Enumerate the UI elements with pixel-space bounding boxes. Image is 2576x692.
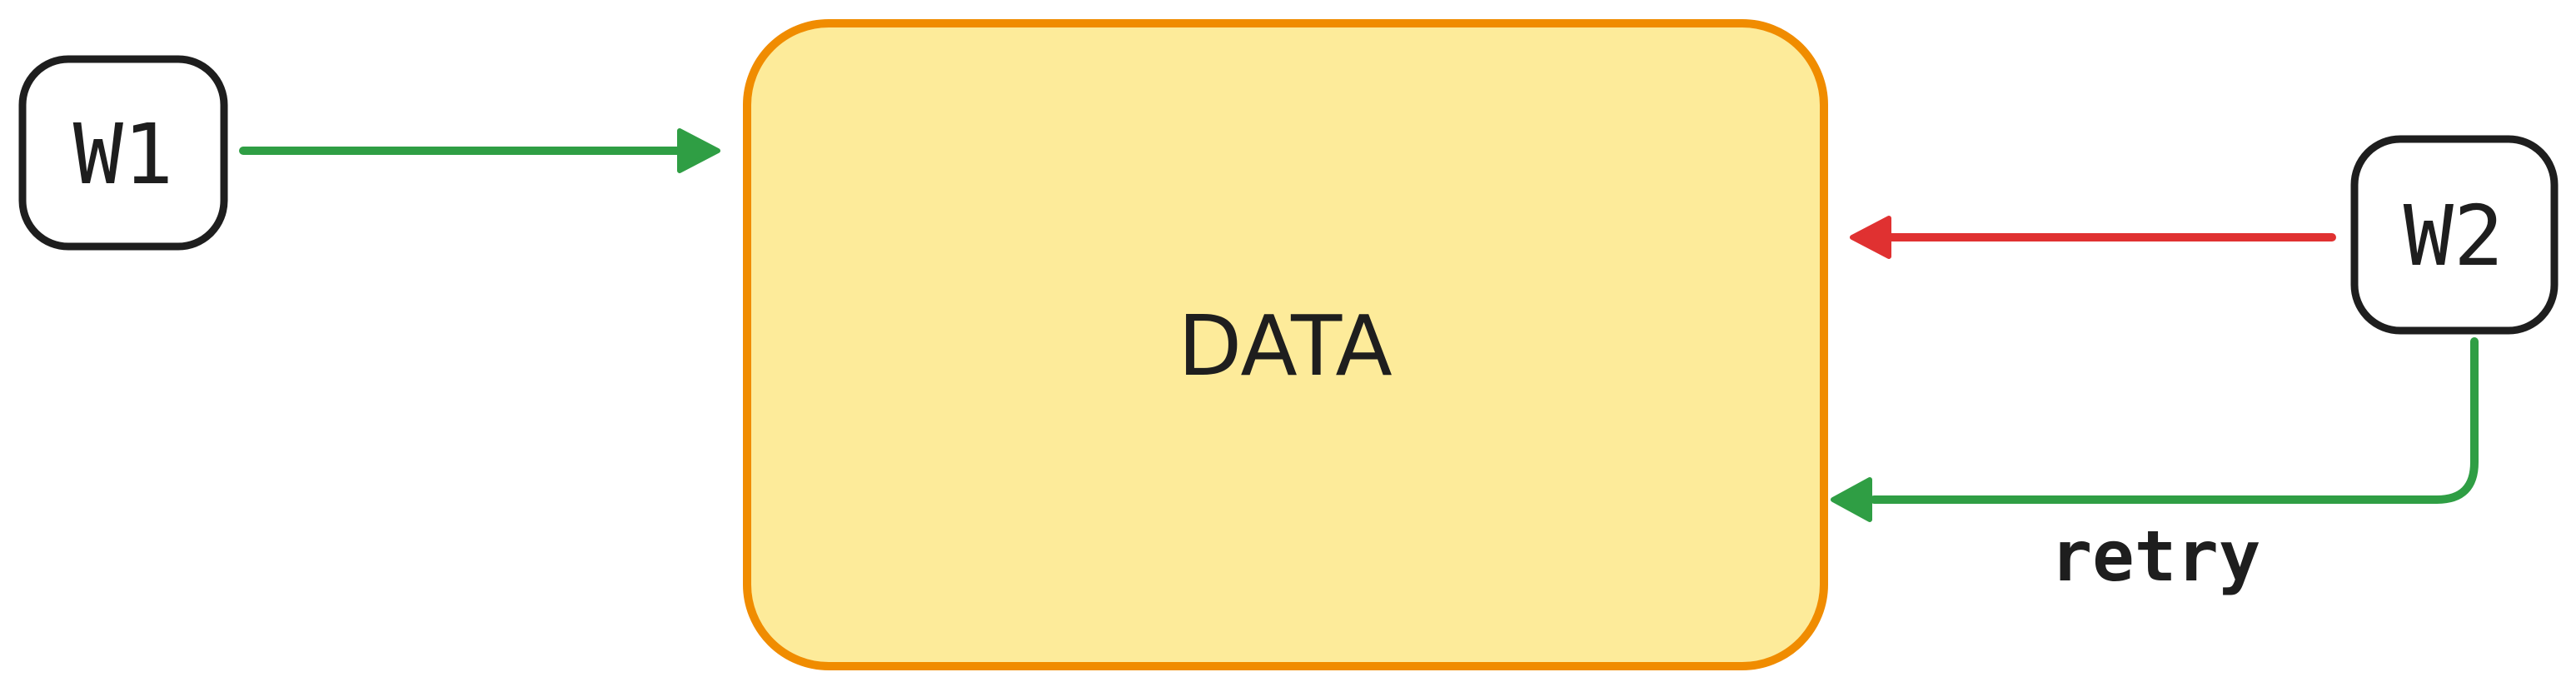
edge-retry-label: retry xyxy=(2050,515,2261,597)
w2-node[interactable] xyxy=(2350,135,2559,335)
w1-label: W1 xyxy=(73,106,173,203)
data-box[interactable] xyxy=(743,19,1828,670)
w2-label: W2 xyxy=(2404,187,2504,285)
arrowhead-left-icon xyxy=(1831,477,1872,522)
edge-w1-to-data[interactable] xyxy=(239,128,720,173)
w1-node[interactable] xyxy=(18,55,228,251)
edge-w2-to-data-retry[interactable]: retry xyxy=(1831,337,2479,597)
edge-w2-to-data-red[interactable] xyxy=(1850,216,2336,259)
edge-w2-to-data-retry-line xyxy=(1870,337,2479,504)
arrowhead-left-icon xyxy=(1850,216,1891,259)
arrowhead-right-icon xyxy=(677,128,720,173)
data-label: DATA xyxy=(1178,297,1393,395)
